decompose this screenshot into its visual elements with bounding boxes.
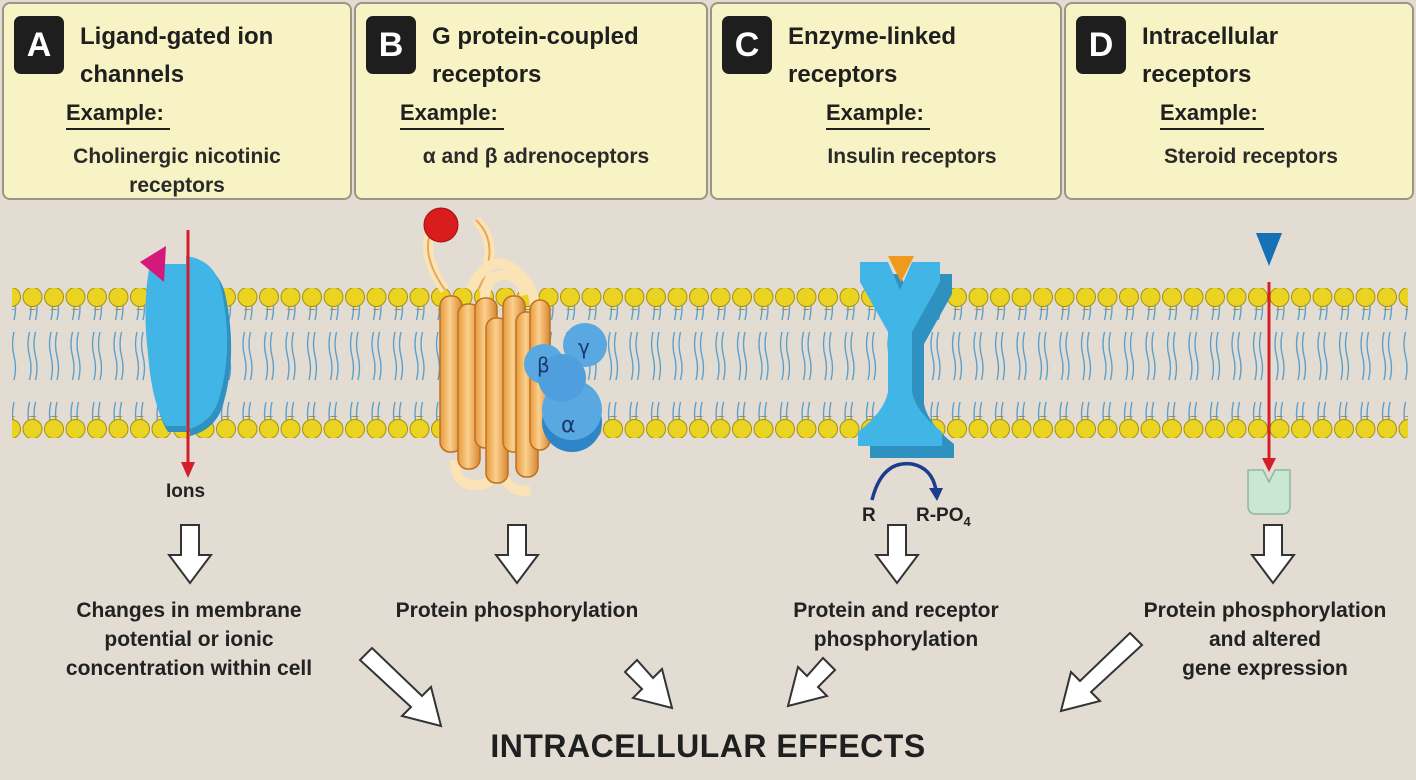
converging-arrows [358, 631, 1144, 728]
down-arrows [167, 524, 1296, 585]
example-value: α and β adrenoceptors [422, 145, 650, 168]
g-protein-complex [524, 323, 607, 452]
example-label: Example: [1160, 100, 1264, 130]
panel-ligand-gated: A Ligand-gated ion channels Example: Cho… [2, 2, 352, 200]
panel-letter: D [1076, 16, 1126, 74]
example-label: Example: [66, 100, 170, 130]
example-value: Insulin receptors [827, 145, 997, 168]
rpo4-label: R-PO4 [916, 505, 971, 529]
phosphorylation-arrow [870, 461, 938, 501]
panel-letter: B [366, 16, 416, 74]
nuclear-receptor [1247, 469, 1291, 515]
panel-intracellular: D Intracellular receptors Example: Stero… [1064, 2, 1414, 200]
panel-title: Intracellular receptors [1142, 23, 1279, 88]
ligand-d-icon [1256, 233, 1282, 266]
ligand-b-icon [423, 207, 459, 243]
effect-a: Changes in membrane potential or ionic c… [65, 599, 313, 680]
panel-gpcr: B G protein-coupled receptors Example: α… [354, 2, 708, 200]
effect-c: Protein and receptor phosphorylation [793, 599, 999, 651]
cell-membrane [12, 288, 1408, 438]
example-label: Example: [400, 100, 504, 130]
panel-title: Enzyme-linked receptors [788, 23, 957, 88]
example-label: Example: [826, 100, 930, 130]
ligand-c-icon [888, 256, 914, 282]
enzyme-linked-receptor [858, 262, 954, 458]
rpo4-subscript: 4 [963, 513, 971, 529]
phosphorylation-arrowhead [929, 488, 943, 501]
ion-channel-receptor [145, 256, 232, 436]
ion-flow-arrowhead [181, 462, 195, 478]
g-gamma-label: γ [578, 335, 590, 359]
effect-d: Protein phosphorylation and altered gene… [1143, 599, 1387, 680]
ligand-a-icon [140, 246, 166, 282]
intracellular-effects-title: INTRACELLULAR EFFECTS [490, 728, 926, 764]
example-value: Cholinergic nicotinic receptors [73, 145, 281, 197]
panel-title: Ligand-gated ion channels [80, 23, 274, 88]
rpo4-text: R-PO [916, 505, 964, 526]
r-label: R [862, 505, 876, 526]
ions-label: Ions [166, 481, 206, 502]
g-protein-coupled-receptor [423, 216, 551, 496]
g-beta-label: β [537, 353, 550, 377]
effect-b: Protein phosphorylation [395, 599, 639, 622]
panel-letter: C [722, 16, 772, 74]
panel-letter: A [14, 16, 64, 74]
example-value: Steroid receptors [1164, 145, 1338, 168]
panel-title: G protein-coupled receptors [432, 23, 639, 88]
diffusion-arrowhead [1262, 458, 1276, 472]
panel-enzyme-linked: C Enzyme-linked receptors Example: Insul… [710, 2, 1062, 200]
g-alpha-label: α [561, 413, 576, 438]
